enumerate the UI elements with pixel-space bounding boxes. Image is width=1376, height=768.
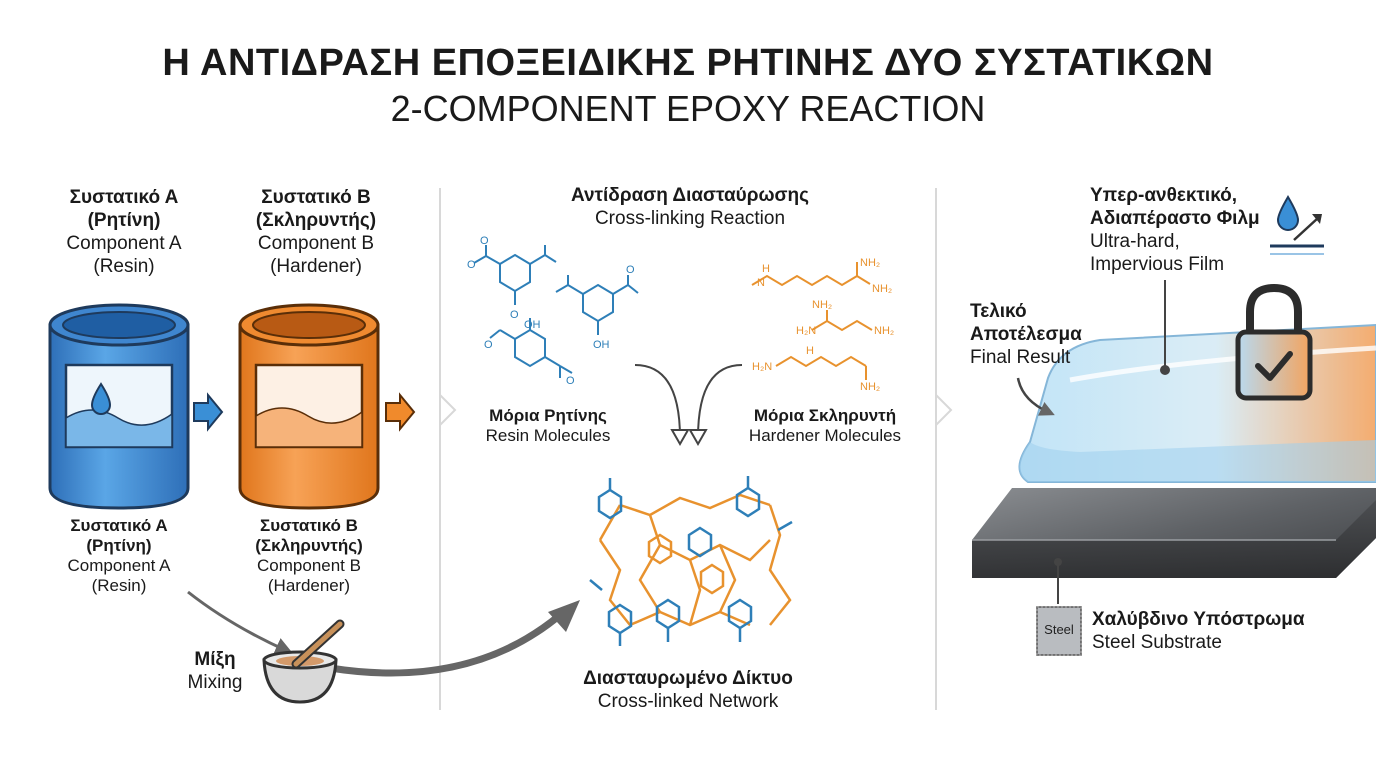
network-en: Cross-linked Network <box>597 691 779 712</box>
title-greek: Η ΑΝΤΙΔΡΑΣΗ ΕΠΟΞΕΙΔΙΚΗΣ ΡΗΤΙΝΗΣ ΔΥΟ ΣΥΣΤ… <box>162 42 1214 84</box>
network-gr: Διασταυρωμένο Δίκτυο <box>583 668 793 689</box>
mixing-label: Μίξη Mixing <box>170 648 260 694</box>
component-b-en-name: Component B <box>257 233 375 254</box>
film-label: Υπερ-ανθεκτικό, Αδιαπέραστο Φιλμ Ultra-h… <box>1090 184 1270 276</box>
resin-molecules-en: Resin Molecules <box>485 426 611 445</box>
svg-text:NH₂: NH₂ <box>860 257 880 269</box>
substrate-label: Χαλύβδινο Υπόστρωμα Steel Substrate <box>1092 608 1332 654</box>
final-result-en: Final Result <box>970 347 1071 368</box>
svg-text:N: N <box>757 277 765 289</box>
steel-swatch-icon <box>1036 606 1082 656</box>
film-en-line1: Ultra-hard, <box>1090 231 1180 252</box>
svg-text:OH: OH <box>524 319 541 331</box>
component-a-top-label: Συστατικό Α (Ρητίνη) Component A (Resin) <box>44 186 204 278</box>
svg-text:NH₂: NH₂ <box>812 299 832 311</box>
mixing-en: Mixing <box>187 672 243 693</box>
water-drop-icon <box>90 382 112 415</box>
resin-molecules-gr: Μόρια Ρητίνης <box>489 406 607 425</box>
can-a-resin <box>48 303 190 510</box>
svg-text:O: O <box>484 339 493 351</box>
component-b-top-label: Συστατικό Β (Σκληρυντής) Component B (Ha… <box>236 186 396 278</box>
component-a-bottom-gr-type: (Ρητίνη) <box>86 536 152 555</box>
reaction-title: Αντίδραση Διασταύρωσης Cross-linking Rea… <box>540 184 840 230</box>
arrow-right-icon <box>193 392 224 432</box>
svg-text:O: O <box>480 235 489 247</box>
film-en-line2: Impervious Film <box>1090 254 1225 275</box>
component-a-en-type: (Resin) <box>93 256 155 277</box>
component-a-en-name: Component A <box>66 233 182 254</box>
hardener-molecules <box>751 262 873 380</box>
component-b-bottom-en-name: Component B <box>257 556 361 575</box>
title-english: 2-COMPONENT EPOXY REACTION <box>390 88 986 129</box>
network-label: Διασταυρωμένο Δίκτυο Cross-linked Networ… <box>558 667 818 713</box>
svg-text:H₂N: H₂N <box>752 361 772 373</box>
hardener-molecules-gr: Μόρια Σκληρυντή <box>753 406 897 425</box>
final-result-label: Τελικό Αποτέλεσμα Final Result <box>970 300 1110 369</box>
svg-text:H: H <box>806 345 814 357</box>
component-b-bottom-gr-name: Συστατικό Β <box>260 516 358 535</box>
component-b-gr-type: (Σκληρυντής) <box>255 210 377 231</box>
resin-molecules <box>473 245 639 378</box>
cross-linked-network <box>589 476 793 646</box>
svg-text:NH₂: NH₂ <box>874 325 894 337</box>
component-a-bottom-en-name: Component A <box>67 556 171 575</box>
component-b-bottom-en-type: (Hardener) <box>267 576 351 595</box>
component-b-en-type: (Hardener) <box>270 256 362 277</box>
svg-text:H₂N: H₂N <box>796 325 816 337</box>
reaction-title-gr: Αντίδραση Διασταύρωσης <box>570 185 810 206</box>
hardener-molecules-en: Hardener Molecules <box>748 426 902 445</box>
component-a-bottom-en-type: (Resin) <box>91 576 147 595</box>
substrate-gr: Χαλύβδινο Υπόστρωμα <box>1092 609 1305 630</box>
svg-text:O: O <box>566 375 575 387</box>
svg-text:O: O <box>626 264 635 276</box>
film-gr-line2: Αδιαπέραστο Φιλμ <box>1090 208 1260 229</box>
substrate-en: Steel Substrate <box>1092 632 1222 653</box>
hardener-molecules-label: Μόρια Σκληρυντή Hardener Molecules <box>730 406 920 446</box>
padlock-check-icon <box>1235 283 1313 401</box>
water-repel-icon <box>1270 195 1324 255</box>
component-b-bottom-label: Συστατικό Β (Σκληρυντής) Component B (Ha… <box>234 516 384 596</box>
svg-text:H: H <box>762 263 770 275</box>
component-a-bottom-gr-name: Συστατικό Α <box>70 516 168 535</box>
resin-molecules-label: Μόρια Ρητίνης Resin Molecules <box>468 406 628 446</box>
steel-substrate <box>972 488 1376 578</box>
component-b-gr-name: Συστατικό Β <box>261 187 371 208</box>
final-result-gr-line1: Τελικό <box>970 301 1027 322</box>
component-a-gr-name: Συστατικό Α <box>69 187 179 208</box>
svg-text:O: O <box>510 309 519 321</box>
component-a-gr-type: (Ρητίνη) <box>87 210 161 231</box>
final-result-gr-line2: Αποτέλεσμα <box>970 324 1082 345</box>
reaction-title-en: Cross-linking Reaction <box>594 208 786 229</box>
can-b-hardener <box>238 303 380 510</box>
mixing-bowl-icon <box>262 619 345 704</box>
svg-text:O: O <box>467 259 476 271</box>
component-b-bottom-gr-type: (Σκληρυντής) <box>255 536 363 555</box>
svg-text:NH₂: NH₂ <box>872 283 892 295</box>
steel-tag: Steel <box>1044 622 1074 637</box>
film-gr-line1: Υπερ-ανθεκτικό, <box>1090 185 1238 206</box>
svg-text:NH₂: NH₂ <box>860 381 880 393</box>
component-a-bottom-label: Συστατικό Α (Ρητίνη) Component A (Resin) <box>44 516 194 596</box>
svg-text:OH: OH <box>593 339 610 351</box>
mixing-gr: Μίξη <box>194 649 236 670</box>
